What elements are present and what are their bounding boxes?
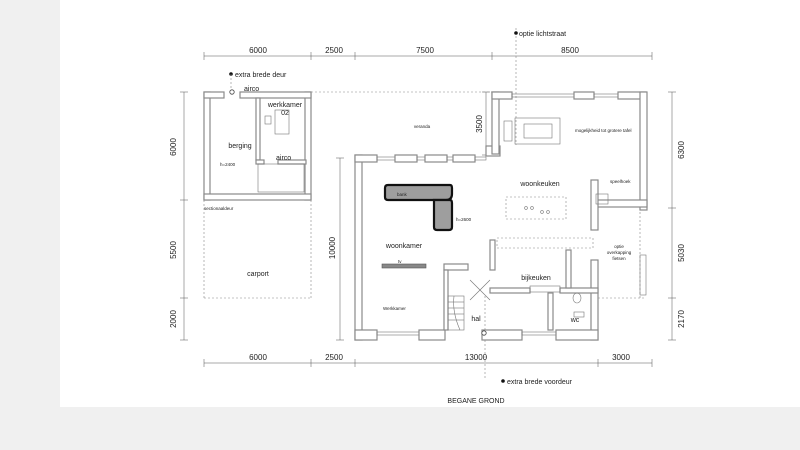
label-airco-top: airco [244,86,259,93]
label-study: Werkkamer [383,306,406,311]
dim-bottom-1: 6000 [249,353,267,362]
dim-left-1: 6000 [169,138,178,156]
dim-inner-height: 10000 [328,236,337,259]
label-veranda: veranda [414,124,431,129]
dining-table [514,117,561,145]
dim-top-1: 6000 [249,46,267,55]
dim-top-3: 7500 [416,46,434,55]
label-airco-bottom: airco [276,155,291,162]
annotation-markers [229,31,518,383]
staircase [447,295,465,331]
sofa-long [383,183,454,202]
marker-front-door [501,379,505,383]
inner-dimensions: 10000 3500 [328,91,490,341]
label-bicycle-option-2: overkapping [607,250,632,255]
label-storage: berging [228,143,251,150]
dim-left-2: 5500 [169,241,178,259]
label-office: werkkamer [267,102,303,109]
label-back-kitchen: bijkeuken [521,275,551,282]
dim-left-3: 2000 [169,310,178,328]
label-kitchen-living: woonkeuken [519,181,559,188]
label-playroom: speelhoek [610,179,631,184]
left-dimension-line: 6000 5500 2000 [169,91,188,341]
label-hall: hal [471,316,481,323]
kitchen-island [505,196,567,220]
label-office-number: 02 [281,110,289,117]
label-wc: wc [570,317,580,324]
drawing-title: BEGANE GROND [447,398,504,405]
label-extra-wide-door: extra brede deur [235,72,287,79]
dim-right-1: 6300 [677,141,686,159]
floor-plan: 6000 2500 7500 8500 6000 2500 13000 3000… [169,28,686,405]
top-dimension-line: 6000 2500 7500 8500 [203,46,653,60]
furniture [381,117,609,331]
label-storage-height: h=2400 [220,162,236,167]
tv-unit [381,263,427,269]
sofa-corner [432,198,454,232]
kitchen-counter [496,237,594,249]
dim-top-2: 2500 [325,46,343,55]
dim-top-4: 8500 [561,46,579,55]
label-bicycle-option-1: optie [614,244,624,249]
dim-veranda-depth: 3500 [475,115,484,133]
label-big-table-note: mogelijkheid tot grotere tafel [575,128,632,133]
dim-right-3: 2170 [677,310,686,328]
dim-right-2: 5030 [677,244,686,262]
dim-bottom-3: 13000 [465,353,488,362]
dim-bottom-2: 2500 [325,353,343,362]
label-bank: bank [397,192,408,197]
label-tv: tv [398,259,402,264]
right-dimension-line: 6300 5030 2170 [668,91,686,341]
marker-skylight [514,31,518,35]
label-skylight-option: optie lichtstraat [519,31,566,38]
label-sectional-door: sectionaaldeur [204,206,234,211]
toilet [572,292,582,304]
label-living-room: woonkamer [385,243,423,250]
label-bicycle-option-3: fietsen [612,256,626,261]
dashed-outlines [203,28,646,378]
dim-bottom-4: 3000 [612,353,630,362]
label-extra-wide-front-door: extra brede voordeur [507,379,573,386]
main-house-walls [354,91,648,341]
bottom-dimension-line: 6000 2500 13000 3000 [203,353,653,367]
drawing-sheet: 6000 2500 7500 8500 6000 2500 13000 3000… [60,0,800,407]
storage-office-walls [203,91,312,201]
label-bank-height: h=2600 [456,217,472,222]
label-carport: carport [247,271,269,278]
